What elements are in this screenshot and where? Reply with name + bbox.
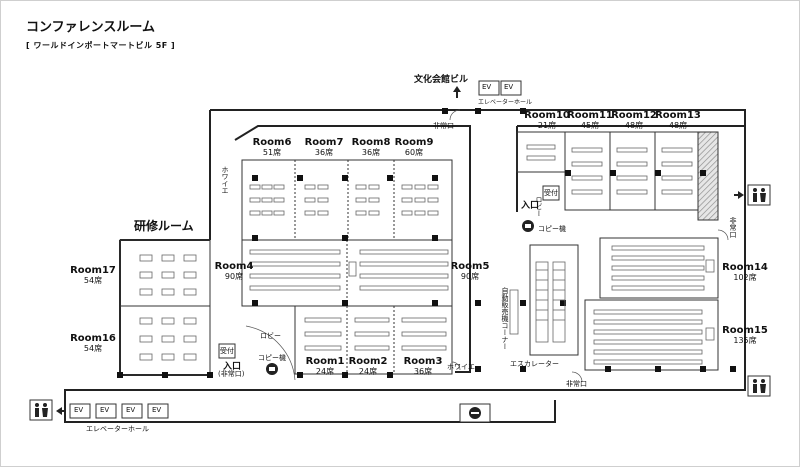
emergency-exit-bottom: 非常口 bbox=[566, 380, 587, 388]
arrow-up-icon bbox=[453, 86, 461, 98]
copier-label-right: コピー機 bbox=[538, 225, 566, 233]
door-swings bbox=[245, 109, 729, 383]
restroom-icon bbox=[747, 184, 771, 206]
rooms-14-15-block bbox=[529, 237, 719, 371]
foyer-bottom-label: ホワイエ bbox=[447, 363, 475, 371]
building-subtitle: [ ワールドインポートマートビル 5F ] bbox=[26, 41, 176, 50]
escalator-label: エスカレーター bbox=[510, 360, 559, 368]
ev-label-6: EV bbox=[152, 406, 162, 414]
elevator-bottom bbox=[69, 403, 169, 419]
elevator-hall-top-label: エレベーターホール bbox=[478, 99, 533, 106]
smoking-icon bbox=[459, 403, 491, 423]
training-rooms bbox=[119, 239, 211, 376]
restroom-icon bbox=[29, 399, 53, 421]
arrow-right-icon bbox=[734, 191, 744, 199]
ev-label-1: EV bbox=[482, 83, 492, 91]
reception-desk bbox=[218, 343, 236, 359]
training-room-heading: 研修ルーム bbox=[134, 219, 194, 233]
reception-label-left: 受付 bbox=[220, 347, 234, 355]
entrance-left-label: 入口 bbox=[223, 362, 242, 372]
copier-label-lobby: コピー機 bbox=[258, 354, 286, 362]
escalator-icon bbox=[535, 261, 566, 343]
furniture bbox=[139, 144, 715, 365]
page-title: コンファレンスルーム bbox=[26, 20, 155, 35]
foyer-left-label: ホワイエ bbox=[221, 166, 229, 194]
ev-label-5: EV bbox=[126, 406, 136, 414]
elevator-top bbox=[478, 80, 522, 96]
bunka-building-label: 文化会館ビル bbox=[414, 75, 469, 85]
emergency-exit-right: 非常口 bbox=[729, 217, 737, 238]
ev-label-4: EV bbox=[100, 406, 110, 414]
rooms-6-9-block bbox=[241, 159, 453, 375]
reception-desk bbox=[542, 185, 560, 201]
arrow-left-icon bbox=[56, 407, 66, 415]
ev-label-2: EV bbox=[504, 83, 514, 91]
reception-label-right: 受付 bbox=[544, 189, 558, 197]
lobby-right-label: ロビー bbox=[535, 196, 543, 217]
lobby-label: ロビー bbox=[260, 332, 281, 340]
restroom-icon bbox=[747, 375, 771, 397]
emergency-exit-top: 非常口 bbox=[433, 122, 454, 130]
entrance-right-label: 入口 bbox=[521, 201, 540, 211]
structural-columns bbox=[117, 108, 736, 378]
entrance-emergency-label: (非常口) bbox=[218, 370, 245, 378]
ev-label-3: EV bbox=[74, 406, 84, 414]
copier-icon bbox=[266, 220, 534, 375]
vending-corner-label: 自動販売機コーナー bbox=[501, 287, 509, 350]
elevator-hall-bottom-label: エレベーターホール bbox=[86, 425, 149, 433]
